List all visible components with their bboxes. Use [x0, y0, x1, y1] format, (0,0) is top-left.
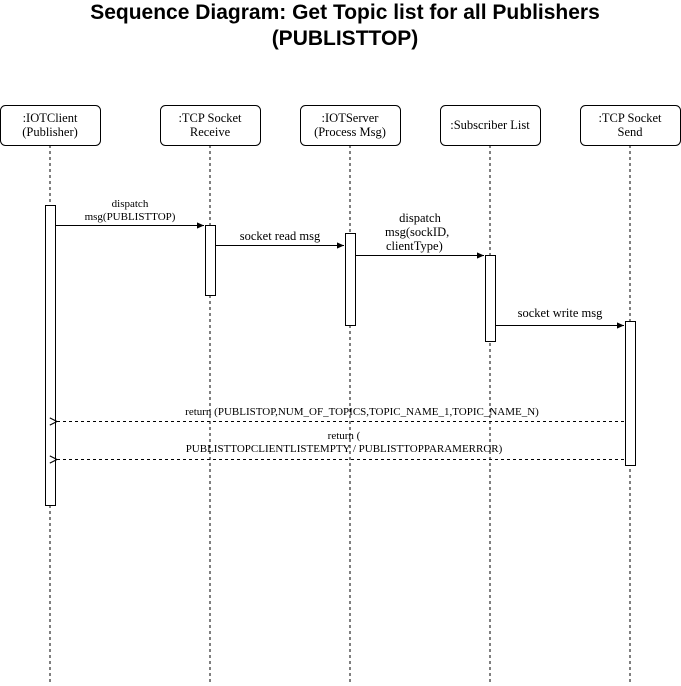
actor-label: Send — [618, 125, 644, 139]
message-label: clientType) — [386, 239, 443, 253]
return-label: return ( — [328, 430, 361, 442]
message-label: msg(sockID, — [385, 225, 449, 239]
return-label: PUBLISTTOPCLIENTLISTEMPTY / PUBLISTTOPPA… — [186, 443, 503, 455]
diagram-title-line1: Sequence Diagram: Get Topic list for all… — [90, 1, 600, 24]
activation-bar-tcp-socket-receive — [205, 225, 216, 296]
actor-label: (Publisher) — [22, 125, 78, 139]
actor-label: :IOTServer — [322, 111, 380, 125]
actor-iotclient: :IOTClient (Publisher) — [0, 105, 101, 146]
actor-label: :TCP Socket — [178, 111, 242, 125]
actor-iotserver: :IOTServer (Process Msg) — [300, 105, 401, 146]
diagram-title-line2: (PUBLISTTOP) — [272, 27, 419, 50]
message-label: dispatch — [399, 211, 441, 225]
activation-bar-iotserver — [345, 233, 356, 326]
actor-label: :TCP Socket — [598, 111, 662, 125]
actor-label: Receive — [190, 125, 231, 139]
actor-tcp-socket-receive: :TCP Socket Receive — [160, 105, 261, 146]
actor-label: :IOTClient — [23, 111, 78, 125]
actor-subscriber-list: :Subscriber List — [440, 105, 541, 146]
activation-bar-iotclient — [45, 205, 56, 506]
message-label: dispatch — [112, 198, 149, 210]
actor-label: :Subscriber List — [450, 118, 530, 132]
actor-tcp-socket-send: :TCP Socket Send — [580, 105, 681, 146]
actor-label: (Process Msg) — [314, 125, 386, 139]
message-label: socket write msg — [518, 306, 603, 320]
activation-bar-subscriber-list — [485, 255, 496, 342]
activation-bar-tcp-socket-send — [625, 321, 636, 466]
message-label: msg(PUBLISTTOP) — [85, 211, 176, 223]
message-label: socket read msg — [240, 229, 321, 243]
return-label: return (PUBLISTOP,NUM_OF_TOPICS,TOPIC_NA… — [185, 406, 539, 418]
